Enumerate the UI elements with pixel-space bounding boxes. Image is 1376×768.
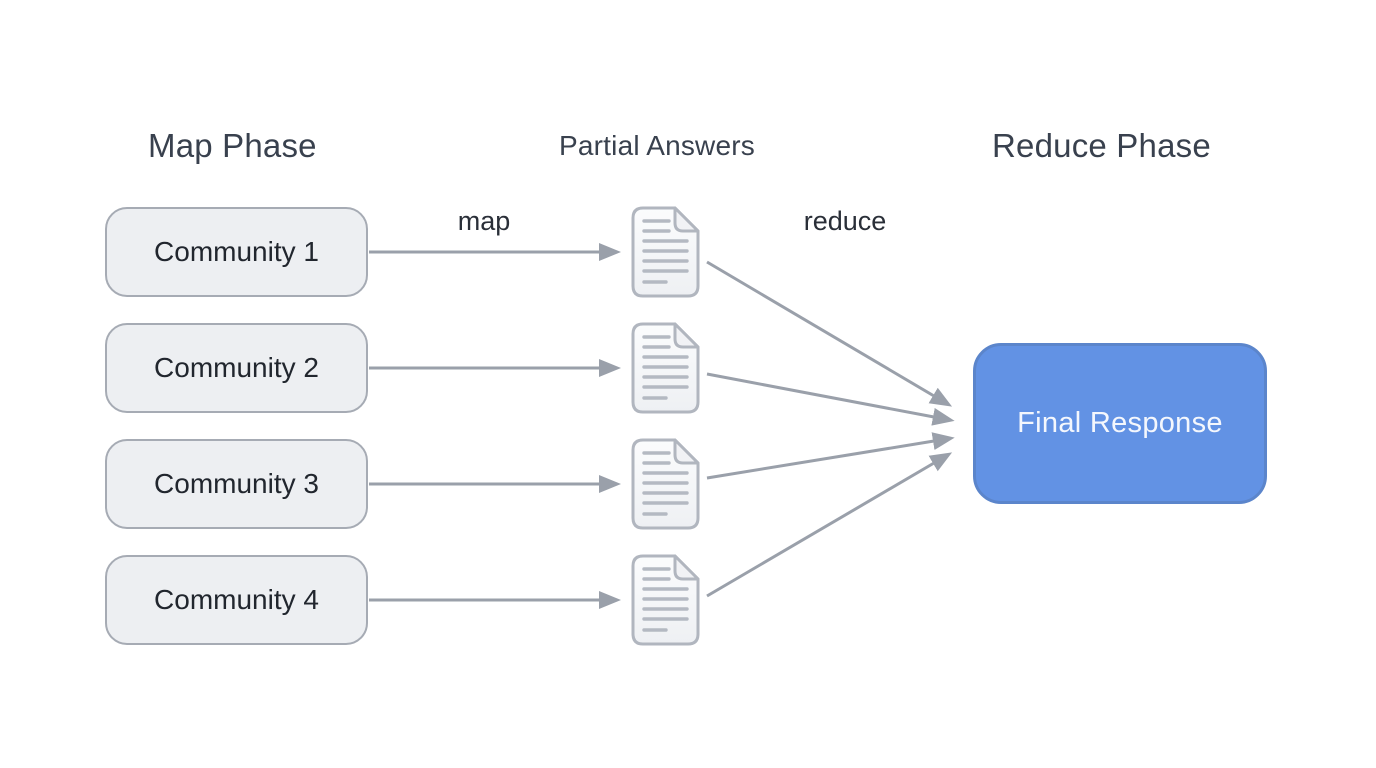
community-3-label: Community 3 <box>154 468 319 499</box>
final-response-node: Final Response <box>973 343 1267 504</box>
document-icon <box>631 438 700 530</box>
reduce-arrow-2 <box>706 372 955 426</box>
reduce-phase-title: Reduce Phase <box>992 127 1211 164</box>
reduce-arrow-1 <box>706 260 953 407</box>
community-3-node: Community 3 <box>105 439 368 529</box>
community-1-node: Community 1 <box>105 207 368 297</box>
partial-answers-title: Partial Answers <box>559 130 755 161</box>
community-2-node: Community 2 <box>105 323 368 413</box>
final-response-label: Final Response <box>1017 407 1223 439</box>
community-2-label: Community 2 <box>154 352 319 383</box>
document-icon <box>631 206 700 298</box>
document-icon <box>631 322 700 414</box>
map-phase-title: Map Phase <box>148 127 317 164</box>
community-4-node: Community 4 <box>105 555 368 645</box>
community-4-label: Community 4 <box>154 584 319 615</box>
community-1-label: Community 1 <box>154 236 319 267</box>
document-icon <box>631 554 700 646</box>
reduce-arrow-3 <box>706 432 955 480</box>
reduce-edge-label: reduce <box>803 206 887 236</box>
reduce-arrow-4 <box>706 452 953 598</box>
map-edge-label: map <box>457 206 511 236</box>
